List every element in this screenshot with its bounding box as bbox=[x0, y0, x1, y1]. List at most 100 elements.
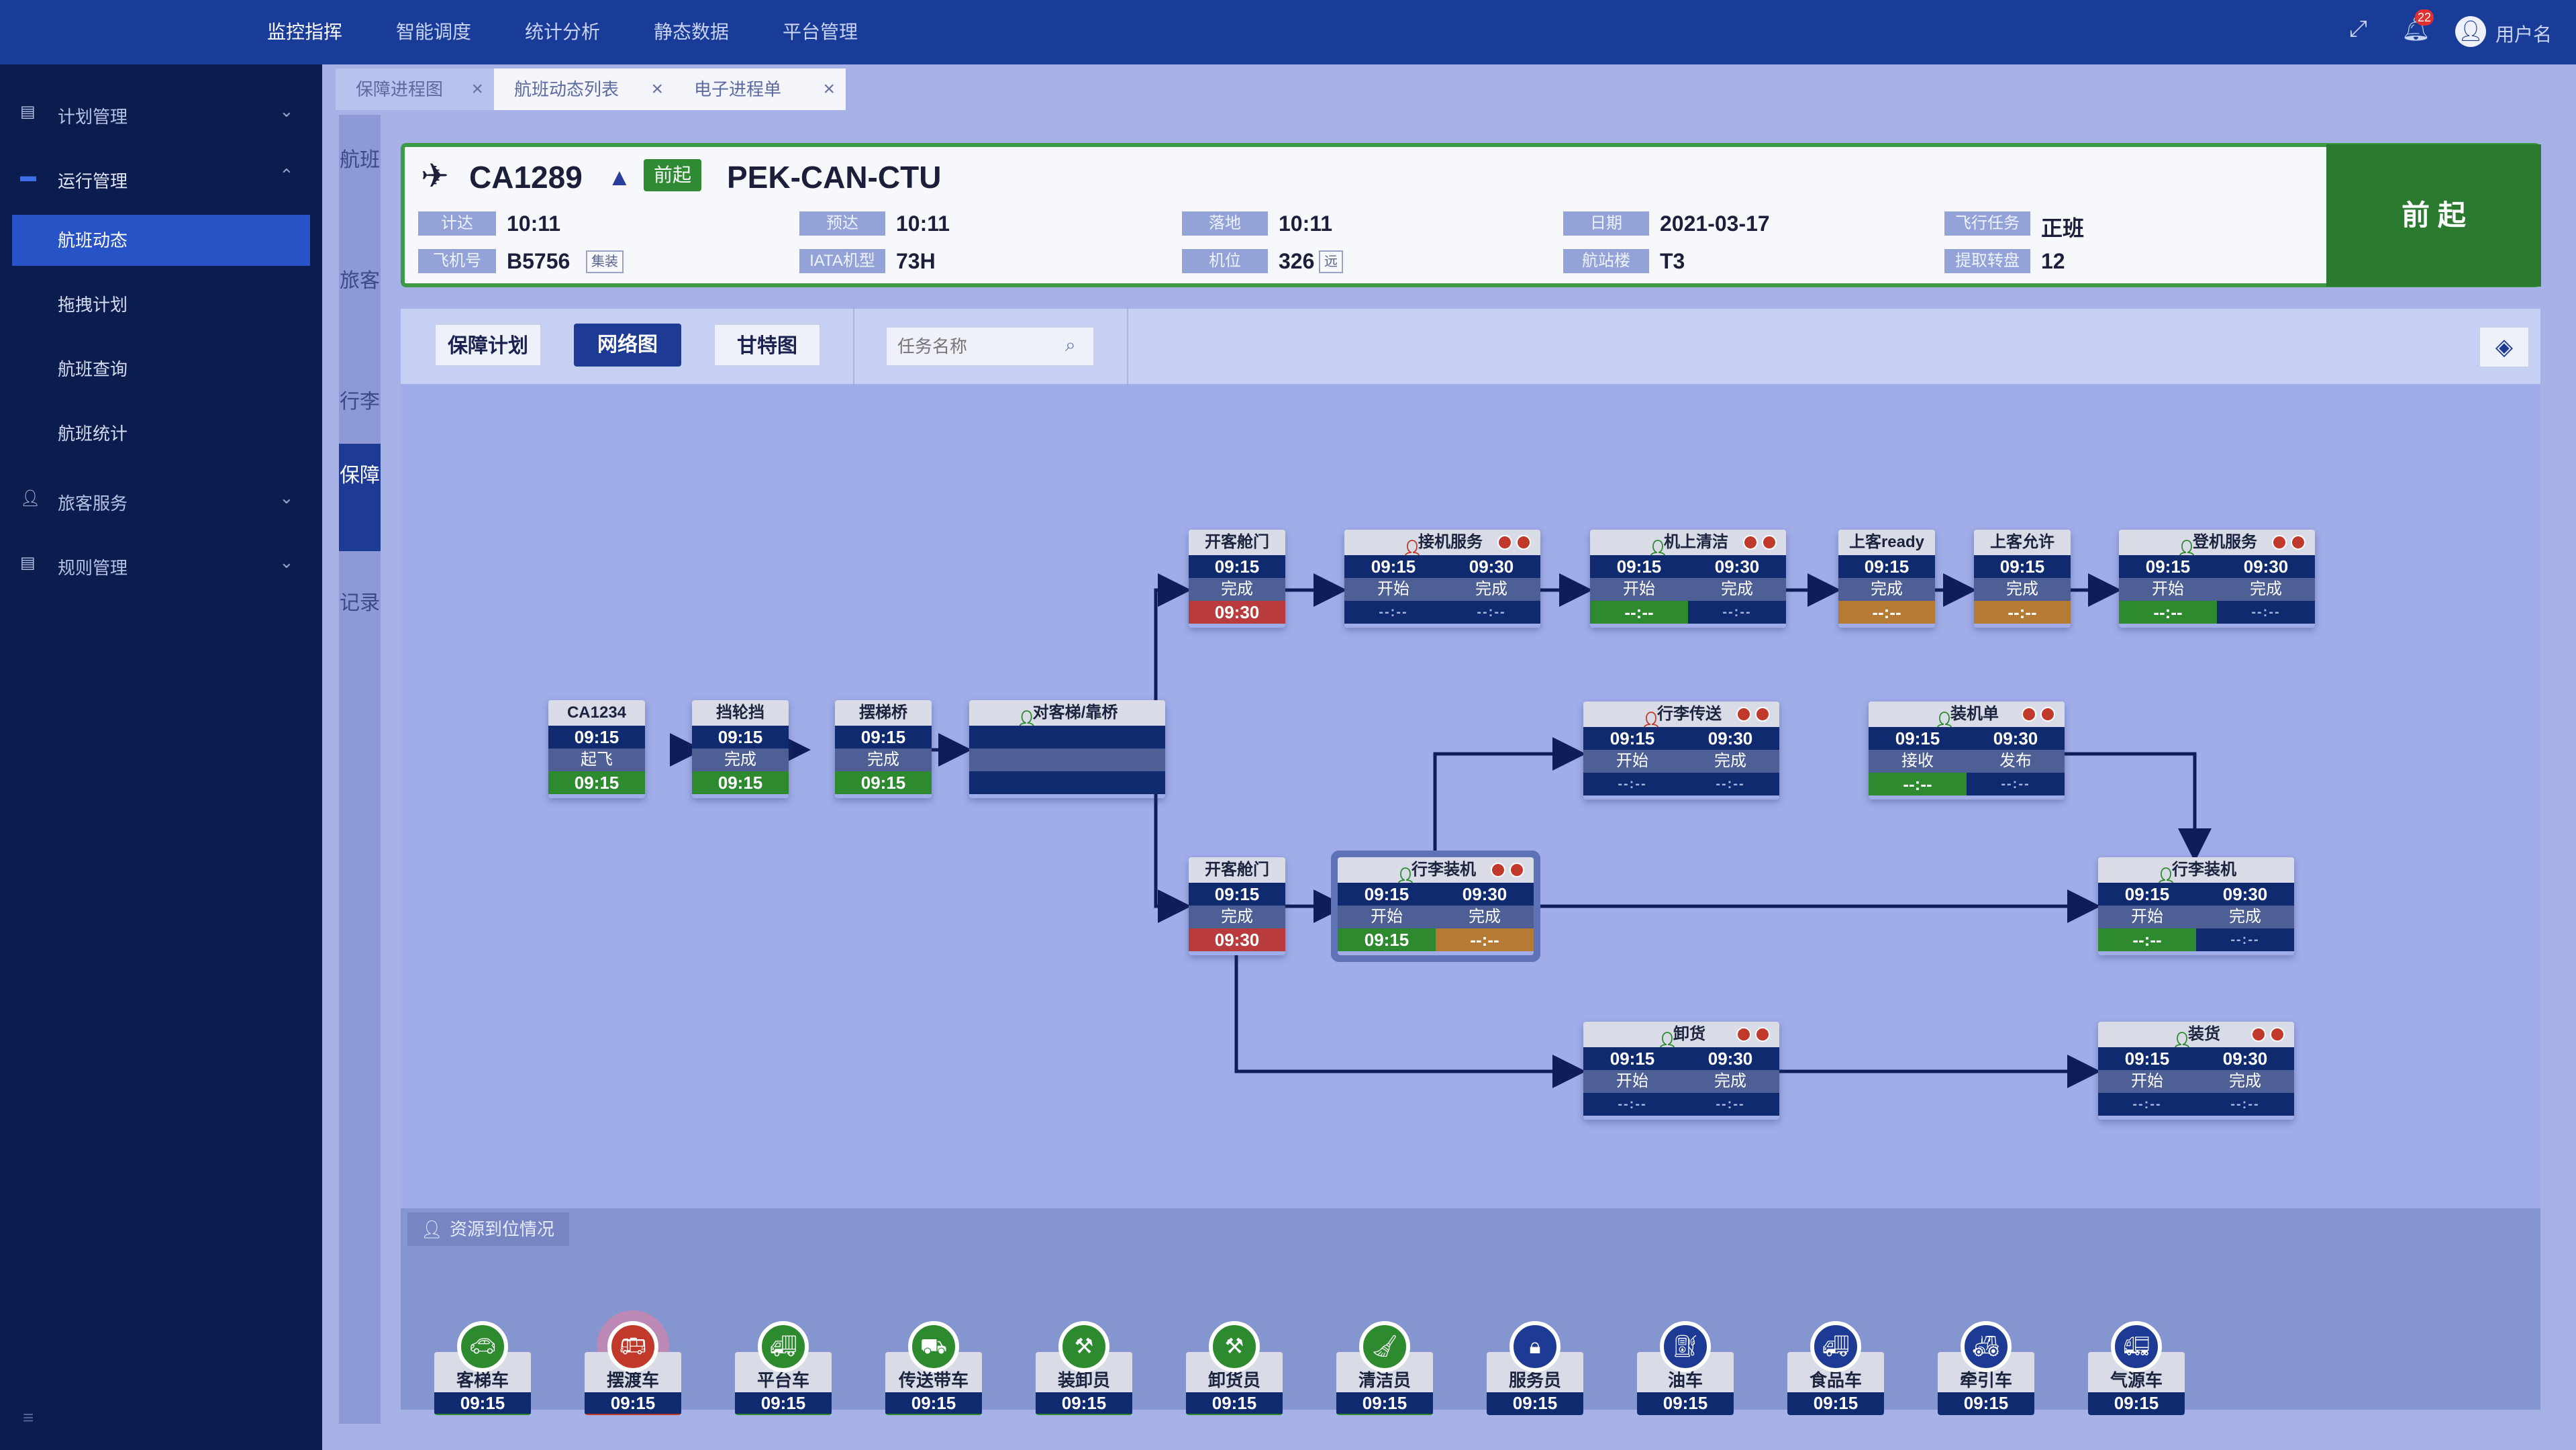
sidebar-item-drag-plan[interactable]: 拖拽计划 bbox=[58, 295, 128, 315]
close-icon[interactable]: × bbox=[823, 78, 835, 100]
sidebar-item-flight-query[interactable]: 航班查询 bbox=[58, 359, 128, 379]
tab-flight-list[interactable]: 航班动态列表× bbox=[494, 68, 674, 110]
alert-icon[interactable] bbox=[1736, 707, 1751, 722]
vtab-support[interactable]: 保障 bbox=[339, 444, 381, 551]
resource-actual-time: --:-- bbox=[1787, 1414, 1884, 1415]
alert-icon[interactable] bbox=[1736, 1027, 1751, 1042]
alert-icon[interactable] bbox=[2270, 1027, 2285, 1042]
sidebar-group-operation[interactable]: ▬ 运行管理 ⌃ bbox=[0, 145, 322, 209]
vtab-passenger[interactable]: 旅客 bbox=[340, 270, 380, 292]
sidebar-group-plan[interactable]: ▤ 计划管理 ⌄ bbox=[0, 81, 322, 145]
close-icon[interactable]: × bbox=[471, 78, 483, 100]
tab-progress-chart[interactable]: 保障进程图× bbox=[336, 68, 494, 110]
alert-icon[interactable] bbox=[1491, 863, 1505, 877]
topnav-monitor[interactable]: 监控指挥 bbox=[267, 21, 343, 42]
task-node-title: 👤︎装货 bbox=[2098, 1022, 2294, 1047]
alert-icon[interactable] bbox=[1743, 535, 1758, 550]
close-icon[interactable]: × bbox=[651, 78, 663, 100]
alert-icon[interactable] bbox=[2022, 707, 2036, 722]
vtab-record[interactable]: 记录 bbox=[340, 592, 380, 614]
task-actual-start: --:-- bbox=[1590, 601, 1688, 624]
network-chart-button[interactable]: 网络图 bbox=[574, 324, 681, 367]
vtab-flight[interactable]: 航班 bbox=[340, 149, 380, 171]
resource-name: 油车 bbox=[1667, 1370, 1703, 1390]
gantt-chart-button[interactable]: 甘特图 bbox=[713, 324, 821, 367]
topnav-platform[interactable]: 平台管理 bbox=[783, 21, 858, 42]
alert-icon[interactable] bbox=[1509, 863, 1524, 877]
field-label: 日期 bbox=[1563, 211, 1649, 236]
person-icon: 👤︎ bbox=[1016, 710, 1038, 726]
tab-e-strip[interactable]: 电子进程单× bbox=[674, 68, 846, 110]
sidebar-item-flight-stats[interactable]: 航班统计 bbox=[58, 424, 128, 444]
task-start-label: 开始 bbox=[2152, 580, 2184, 598]
task-search-input[interactable] bbox=[885, 326, 1095, 367]
task-plan-end: 09:30 bbox=[1707, 1049, 1753, 1069]
alert-icon[interactable] bbox=[2251, 1027, 2266, 1042]
alert-icon[interactable] bbox=[2040, 707, 2055, 722]
fullscreen-icon[interactable]: ⤢ bbox=[2349, 16, 2368, 42]
alert-icon[interactable] bbox=[1516, 535, 1531, 550]
topnav-dispatch[interactable]: 智能调度 bbox=[396, 21, 472, 42]
sidebar-group-rules[interactable]: ▤ 规则管理 ⌄ bbox=[0, 532, 322, 596]
vtab-baggage[interactable]: 行李 bbox=[340, 391, 380, 413]
layers-button[interactable]: ◈ bbox=[2479, 326, 2530, 368]
task-plan-end: 09:30 bbox=[1714, 557, 1760, 577]
collapse-sidebar-icon[interactable]: ≡ bbox=[23, 1407, 34, 1428]
flight-number: CA1289 bbox=[469, 160, 583, 195]
task-start-label: 开始 bbox=[2131, 1072, 2163, 1090]
task-end-label: 完成 bbox=[1469, 908, 1501, 926]
task-node[interactable]: 👤︎对客梯/靠桥 bbox=[969, 700, 1165, 798]
sidebar-group-passenger[interactable]: 👤︎ 旅客服务 ⌄ bbox=[0, 467, 322, 532]
alert-icon[interactable] bbox=[1762, 535, 1777, 550]
topnav-stats[interactable]: 统计分析 bbox=[525, 21, 601, 42]
alert-icon[interactable] bbox=[1755, 707, 1770, 722]
alert-icon[interactable] bbox=[2272, 535, 2287, 550]
task-actual-start: --:-- bbox=[2132, 1097, 2162, 1112]
task-node-title-text: 开客舱门 bbox=[1205, 533, 1269, 551]
task-plan-end: 09:30 bbox=[2222, 884, 2268, 904]
alert-icon[interactable] bbox=[1755, 1027, 1770, 1042]
resource-actual-time: 09:15 bbox=[434, 1414, 531, 1415]
air-truck-icon: 🚛︎ bbox=[2111, 1321, 2162, 1372]
search-icon[interactable]: ⌕ bbox=[1065, 334, 1076, 355]
support-plan-button[interactable]: 保障计划 bbox=[434, 324, 542, 367]
sidebar-item-flight-dynamics[interactable]: 航班动态 bbox=[12, 215, 310, 266]
alert-icon[interactable] bbox=[2291, 535, 2306, 550]
topnav-static-data[interactable]: 静态数据 bbox=[654, 21, 730, 42]
depart-button[interactable]: 前 起 bbox=[2326, 144, 2541, 287]
avatar[interactable]: 👤︎ bbox=[2455, 16, 2486, 47]
alert-icon[interactable] bbox=[1497, 535, 1512, 550]
task-actual-end: --:-- bbox=[1436, 928, 1534, 951]
task-node-title: 👤︎登机服务 bbox=[2119, 530, 2315, 555]
username[interactable]: 用户名 bbox=[2495, 24, 2553, 45]
